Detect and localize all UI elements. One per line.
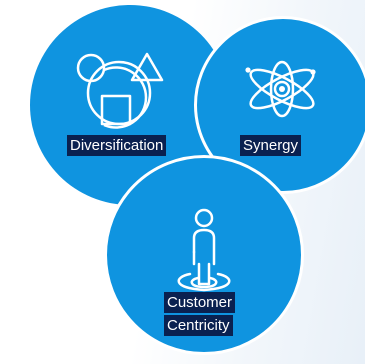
customer-centricity-label-line1: Customer (164, 292, 236, 313)
diversification-label: Diversification (67, 135, 167, 156)
shapes-icon (76, 52, 164, 129)
person-on-target-icon (177, 208, 231, 292)
customer-centricity-label-line2: Centricity (164, 315, 233, 336)
synergy-label: Synergy (240, 135, 302, 156)
atom-icon (245, 60, 316, 118)
